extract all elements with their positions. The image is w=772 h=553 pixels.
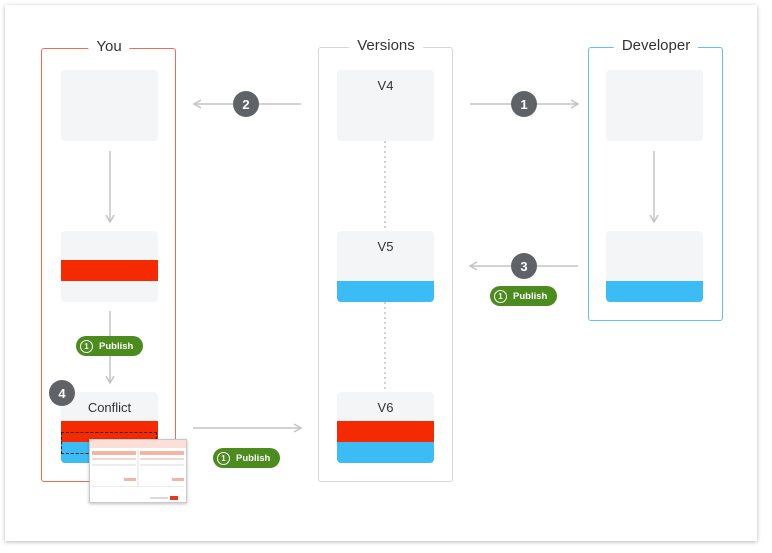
publish-pill-developer: 1 Publish [490, 286, 558, 306]
blue-change-band [337, 442, 434, 463]
developer-tile-original [606, 70, 703, 141]
version-label-v5: V5 [377, 239, 394, 254]
publish-pill-you: 1 Publish [76, 336, 144, 356]
developer-column-title: Developer [613, 37, 699, 54]
step-badge-2: 2 [233, 91, 259, 117]
step-badge-4: 4 [49, 380, 75, 406]
conflict-label: Conflict [87, 400, 132, 415]
blue-change-band [606, 281, 703, 302]
version-label-v6: V6 [377, 400, 394, 415]
you-tile-edited [61, 231, 158, 302]
blue-change-band [337, 281, 434, 302]
step-badge-3: 3 [511, 253, 537, 279]
publish-pill-merge: 1 Publish [213, 448, 281, 468]
version-label-v4: V4 [377, 78, 394, 93]
version-tile-v5: V5 [337, 231, 434, 302]
publish-label: Publish [236, 452, 271, 464]
version-tile-v4: V4 [337, 70, 434, 141]
developer-tile-edited [606, 231, 703, 302]
red-change-band [61, 260, 158, 281]
conflict-preview-thumbnail [89, 439, 187, 503]
publish-count: 1 [80, 339, 93, 353]
publish-count: 1 [494, 289, 507, 303]
you-column-title: You [88, 38, 130, 55]
version-tile-v6: V6 [337, 392, 434, 463]
you-tile-original [61, 70, 158, 141]
step-badge-1: 1 [511, 91, 537, 117]
publish-label: Publish [99, 340, 134, 352]
red-change-band [337, 421, 434, 442]
publish-count: 1 [217, 451, 230, 465]
conflict-preview-graphic [90, 440, 186, 500]
versions-column-title: Versions [349, 37, 423, 54]
publish-label: Publish [513, 290, 548, 302]
red-change-band [61, 421, 158, 442]
